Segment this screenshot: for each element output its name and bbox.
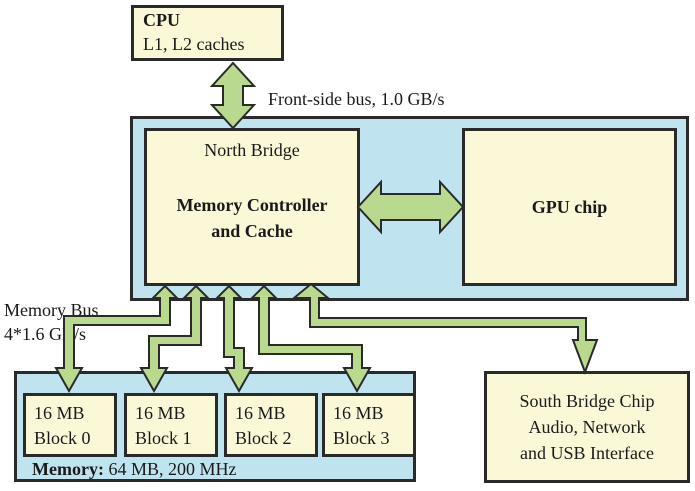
memory-block-0: 16 MB Block 0 xyxy=(23,393,117,457)
cpu-title: CPU xyxy=(143,10,180,30)
memory-block-name: Block 2 xyxy=(235,428,292,448)
south-bridge-line1: South Bridge Chip xyxy=(519,391,655,411)
memory-block-size: 16 MB xyxy=(135,403,186,423)
memory-block-name: Block 0 xyxy=(34,428,91,448)
memory-bus-arrow-0 xyxy=(54,284,180,394)
memory-block-3: 16 MB Block 3 xyxy=(322,393,416,457)
memory-block-size: 16 MB xyxy=(333,403,384,423)
memory-bus-arrow-2 xyxy=(214,284,254,394)
memory-label: Memory: 64 MB, 200 MHz xyxy=(32,459,236,480)
north-bridge-box: North Bridge Memory Controller and Cache xyxy=(144,128,360,286)
memory-label-bold: Memory: xyxy=(32,459,104,479)
gpu-link-arrow xyxy=(356,179,465,235)
south-bridge-line2: Audio, Network xyxy=(528,417,646,437)
memory-block-1: 16 MB Block 1 xyxy=(124,393,218,457)
memory-bus-arrow-1 xyxy=(139,284,211,394)
memory-block-size: 16 MB xyxy=(235,403,286,423)
cpu-box: CPU L1, L2 caches xyxy=(131,5,284,61)
cpu-subtitle: L1, L2 caches xyxy=(143,34,245,54)
fsb-arrow xyxy=(209,61,257,130)
memory-bus-arrow-3 xyxy=(249,284,372,394)
memory-block-2: 16 MB Block 2 xyxy=(224,393,318,457)
memory-label-detail: 64 MB, 200 MHz xyxy=(103,459,237,479)
gpu-label: GPU chip xyxy=(531,197,608,217)
memory-block-size: 16 MB xyxy=(34,403,85,423)
memory-block-name: Block 1 xyxy=(135,428,192,448)
memory-controller-label: Memory Controller xyxy=(176,195,328,215)
south-bridge-arrow xyxy=(291,282,599,375)
gpu-box: GPU chip xyxy=(462,128,677,286)
fsb-label: Front-side bus, 1.0 GB/s xyxy=(268,89,445,109)
south-bridge-box: South Bridge Chip Audio, Network and USB… xyxy=(484,371,690,483)
memory-controller-label-2: and Cache xyxy=(211,221,293,241)
north-bridge-title: North Bridge xyxy=(204,140,300,160)
memory-block-name: Block 3 xyxy=(333,428,390,448)
south-bridge-line3: and USB Interface xyxy=(520,443,654,463)
